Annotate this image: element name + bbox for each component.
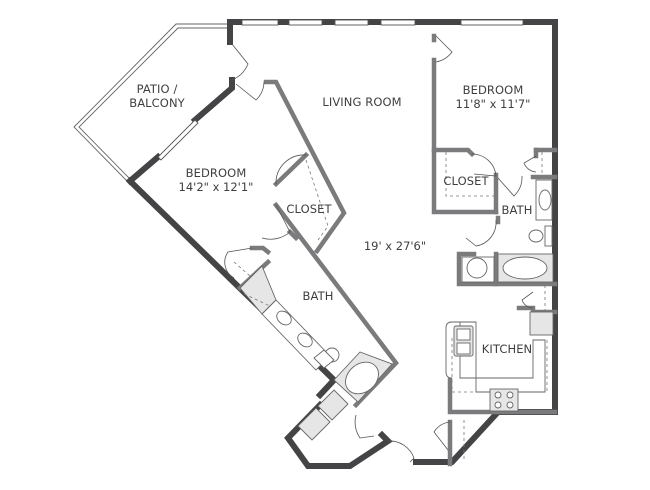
tub-icon (345, 361, 379, 395)
door-closet-2 (275, 154, 307, 185)
dashed-lines (233, 152, 548, 460)
sink-icon (538, 189, 552, 211)
stove-icon (489, 388, 519, 412)
window-patio (157, 119, 199, 161)
washer-dryer (297, 389, 349, 441)
door-laundry (354, 414, 375, 439)
door-coat-closet (433, 421, 451, 451)
door-toilet-1 (465, 219, 497, 247)
door-closet-1 (471, 153, 497, 177)
toilet-icon (528, 229, 544, 243)
tub-icon (502, 256, 548, 280)
bedroom-1-label: BEDROOM (463, 83, 524, 97)
interior-walls (236, 33, 558, 467)
door-linen-1 (523, 155, 537, 173)
bath-1-fixtures (461, 179, 554, 283)
bedroom-1-dimensions: 11'8" x 11'7" (456, 97, 531, 111)
door-patio (231, 43, 249, 81)
door-bedroom-1 (435, 35, 453, 63)
washer-icon (297, 407, 331, 441)
door-linen-2 (224, 247, 253, 279)
bath-2-fixtures (239, 265, 393, 403)
sink-icon (297, 332, 313, 348)
dryer-icon (317, 389, 349, 421)
door-bedroom-2 (235, 81, 265, 101)
bedroom-2-label: BEDROOM (186, 166, 247, 180)
kitchen-label: KITCHEN (482, 342, 533, 356)
sink-icon (276, 310, 292, 326)
door-entry (387, 440, 415, 463)
door-bath-1 (497, 175, 523, 197)
living-room-label: LIVING ROOM (322, 95, 401, 109)
closet-2-label: CLOSET (286, 202, 332, 216)
bedroom-2-dimensions: 14'2" x 12'1" (179, 180, 254, 194)
bath-2-label: BATH (303, 289, 334, 303)
toilet-icon-2 (466, 257, 488, 279)
door-bath-2 (261, 204, 291, 240)
room-labels: PATIO / BALCONY LIVING ROOM 19' x 27'6" … (129, 82, 532, 356)
doors (224, 35, 537, 463)
closet-1-label: CLOSET (443, 174, 489, 188)
living-room-dimensions: 19' x 27'6" (364, 239, 426, 253)
patio-railing (73, 23, 230, 183)
kitchen-fixtures (445, 311, 554, 412)
patio-label-line1: PATIO / (137, 82, 178, 96)
patio-label-line2: BALCONY (129, 96, 185, 110)
bath-1-label: BATH (502, 203, 533, 217)
door-pantry (521, 291, 534, 309)
refrigerator-icon (529, 311, 554, 336)
windows-top (241, 19, 524, 26)
